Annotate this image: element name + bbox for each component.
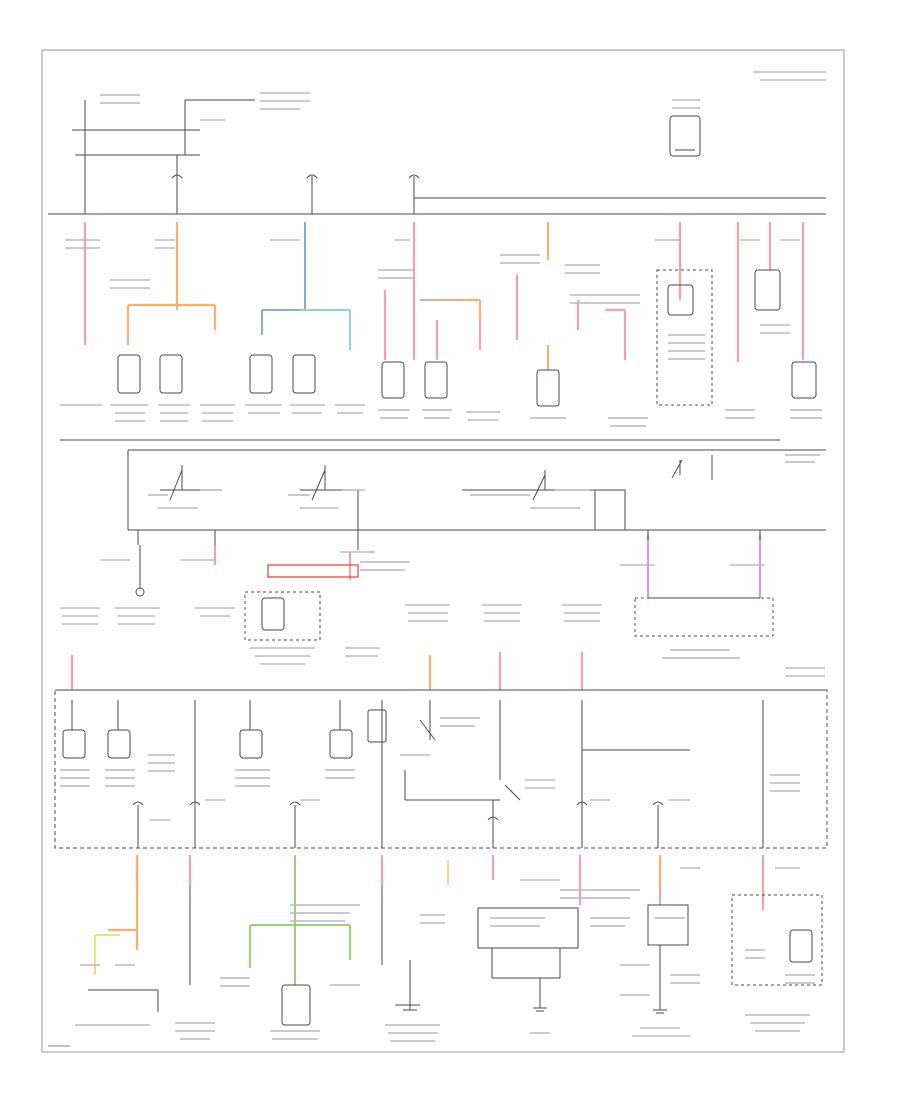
- lower-fuse-block: [54, 689, 828, 849]
- upper-component-boxes: [117, 269, 817, 407]
- top-feed-wiring: [72, 99, 415, 214]
- switch-contacts: [169, 459, 683, 501]
- module-box-top-right: [669, 115, 701, 157]
- orange-wires: [108, 222, 662, 950]
- lower-fuse-labels: [60, 717, 800, 821]
- lower-fuse-components: [62, 709, 664, 821]
- component-label-marks: [60, 92, 822, 427]
- mid-components: [135, 545, 774, 641]
- blue-wires: [261, 222, 350, 335]
- teal-wires: [300, 309, 351, 350]
- red-relay-outline: [267, 564, 359, 578]
- bottom-labels: [75, 867, 815, 1042]
- mid-labels: [60, 551, 825, 677]
- magenta-wires: [647, 535, 761, 598]
- fuse-symbols-top: [171, 174, 420, 179]
- pink-wires: [70, 222, 805, 910]
- switch-labels: [148, 454, 820, 509]
- header-right-label: [753, 71, 826, 81]
- bottom-load-components: [88, 885, 823, 1026]
- ground-symbols: [403, 1007, 667, 1014]
- yellow-green-wires: [94, 855, 449, 985]
- lower-fuse-wiring: [71, 700, 764, 848]
- ignition-switch-frame: [127, 449, 826, 550]
- diagram-frame: [41, 49, 845, 1053]
